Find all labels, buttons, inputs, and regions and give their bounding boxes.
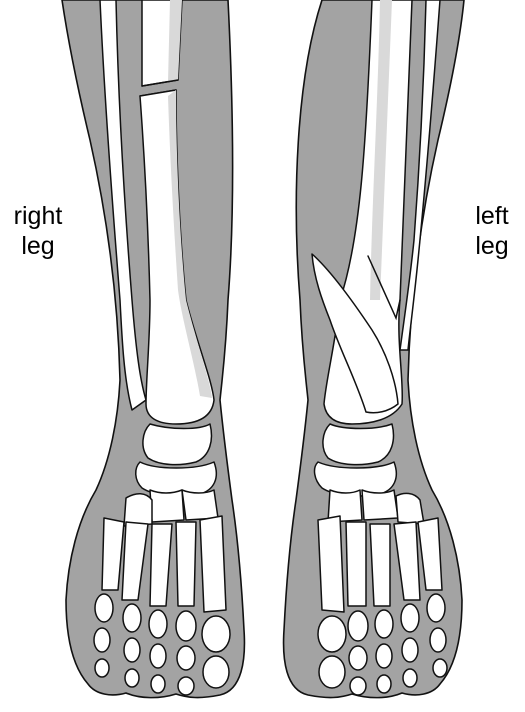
left-talus	[323, 424, 394, 465]
right-talus	[143, 424, 212, 465]
left-leg-label-line1: left	[462, 201, 522, 231]
right-leg-label-line1: right	[8, 201, 68, 231]
left-leg-label: left leg	[462, 201, 522, 261]
left-leg-figure	[284, 0, 464, 698]
right-leg-label-line2: leg	[8, 231, 68, 261]
right-leg-label: right leg	[8, 201, 68, 261]
left-leg-label-line2: leg	[462, 231, 522, 261]
right-leg-figure	[62, 0, 244, 698]
